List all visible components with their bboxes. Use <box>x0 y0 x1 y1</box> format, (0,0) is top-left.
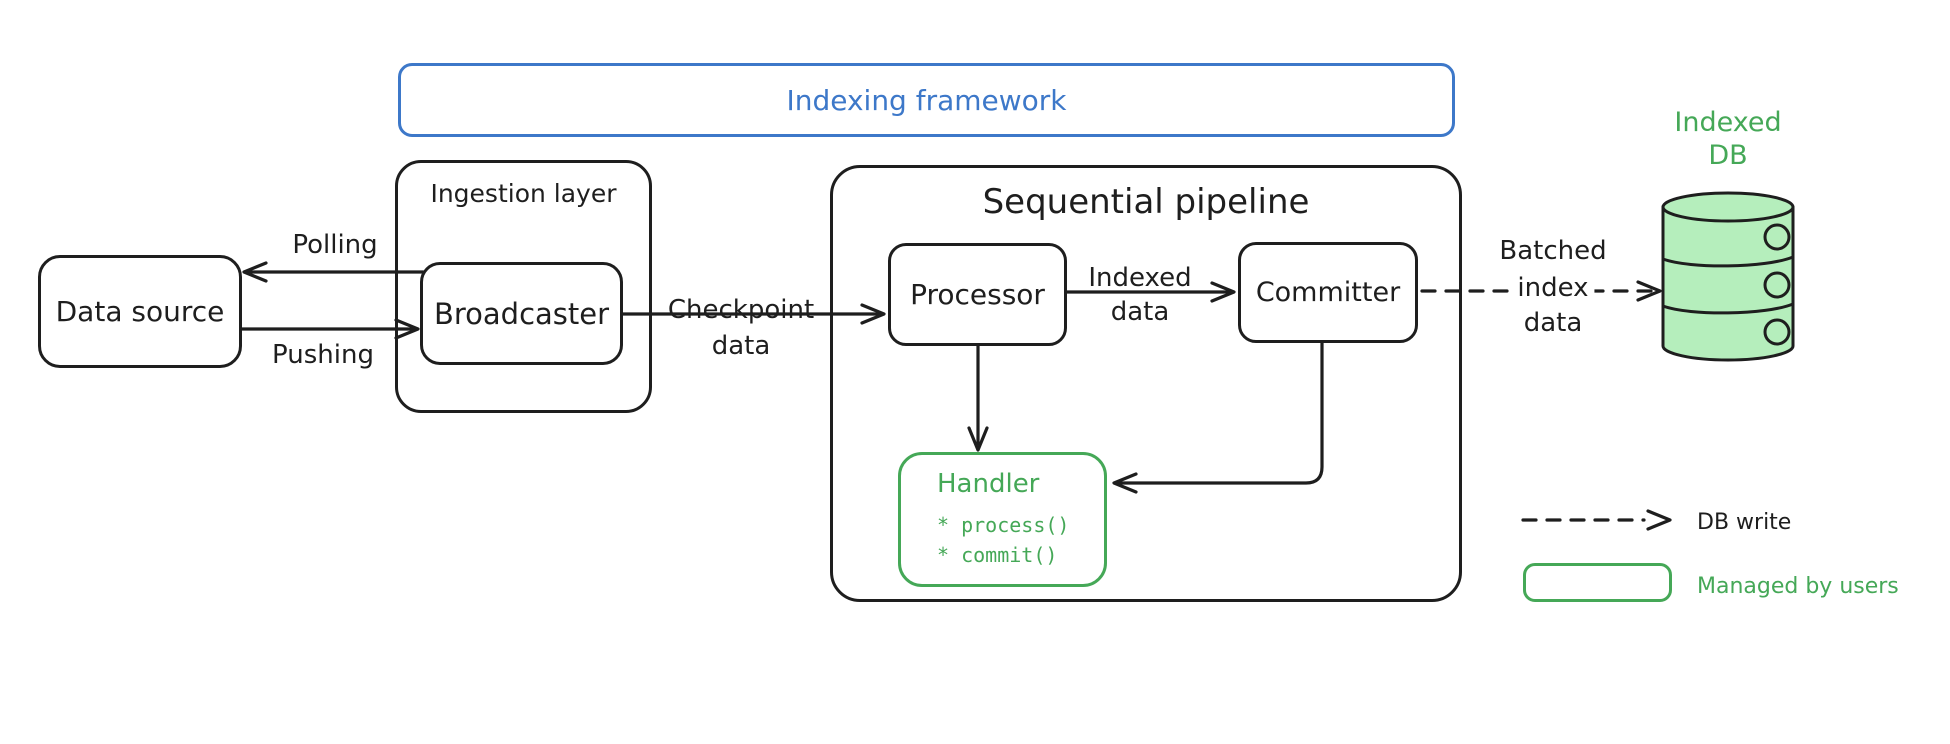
committer-to-handler-arrow <box>1112 341 1324 494</box>
indexed-db-label: Indexed DB <box>1674 106 1781 172</box>
polling-arrow <box>242 261 425 283</box>
broadcaster-label: Broadcaster <box>433 296 610 331</box>
handler-method-process: * process() <box>937 513 1070 537</box>
checkpoint-data-edge-label: Checkpoint data <box>668 292 814 364</box>
indexing-framework-box: Indexing framework <box>398 63 1455 137</box>
processor-to-handler-arrow <box>967 344 989 452</box>
indexed-db-cylinder <box>1661 191 1795 362</box>
indexing-framework-label: Indexing framework <box>786 83 1067 117</box>
data-source-node: Data source <box>38 255 242 368</box>
batched-index-label-line1: Batched <box>1499 236 1607 266</box>
batched-index-data-arrow <box>1420 280 1662 302</box>
sequential-pipeline-label: Sequential pipeline <box>982 182 1310 222</box>
handler-title: Handler <box>937 469 1040 499</box>
committer-label: Committer <box>1255 277 1401 308</box>
indexed-label-line1: Indexed <box>1088 263 1192 293</box>
db-dot-2 <box>1763 271 1791 299</box>
checkpoint-label-line1: Checkpoint <box>667 295 815 325</box>
processor-node: Processor <box>888 243 1067 346</box>
polling-edge-label: Polling <box>292 230 378 260</box>
batched-index-label-line2: index <box>1511 273 1595 304</box>
checkpoint-data-arrow <box>621 303 886 325</box>
legend-managed-by-users-label: Managed by users <box>1697 574 1899 599</box>
legend-managed-box-swatch <box>1523 563 1672 602</box>
indexed-db-label-line1: Indexed <box>1674 107 1782 138</box>
pushing-arrow <box>240 318 420 340</box>
db-dot-3 <box>1763 318 1791 346</box>
committer-node: Committer <box>1238 242 1418 343</box>
broadcaster-node: Broadcaster <box>420 262 623 365</box>
indexed-data-arrow <box>1065 281 1236 303</box>
handler-node: Handler * process() * commit() <box>898 452 1107 587</box>
indexed-data-edge-label: Indexed data <box>1088 261 1191 329</box>
checkpoint-label-line2: data <box>711 331 771 361</box>
batched-index-label-line3: data <box>1523 308 1583 338</box>
db-dot-1 <box>1763 223 1791 251</box>
processor-label: Processor <box>910 278 1045 311</box>
handler-method-commit: * commit() <box>937 543 1058 567</box>
indexed-label-line2: data <box>1110 297 1170 327</box>
ingestion-layer-label: Ingestion layer <box>430 179 617 208</box>
legend-db-write-arrow <box>1521 509 1672 531</box>
legend-db-write-label: DB write <box>1697 510 1792 535</box>
indexed-db-label-line2: DB <box>1708 140 1748 171</box>
pushing-edge-label: Pushing <box>272 340 374 370</box>
data-source-label: Data source <box>55 295 225 328</box>
